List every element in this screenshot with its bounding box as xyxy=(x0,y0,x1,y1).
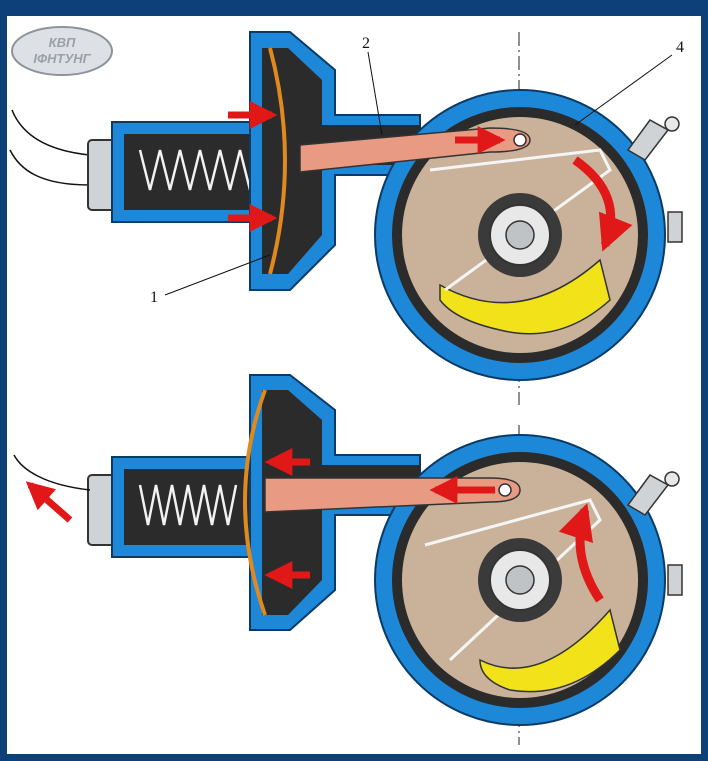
terminal-screw xyxy=(626,119,670,161)
rotation-arrow xyxy=(558,503,604,603)
logo-line2: ІФНТУНГ xyxy=(33,51,91,66)
logo-badge: КВП ІФНТУНГ xyxy=(11,26,113,76)
return-spring xyxy=(138,484,238,526)
wire xyxy=(9,149,91,186)
callout-2: 2 xyxy=(362,35,370,52)
top-assembly: 1 2 4 xyxy=(9,31,684,381)
wire xyxy=(11,109,91,156)
callout-4: 4 xyxy=(676,39,684,56)
rod-pin xyxy=(498,483,512,497)
contact-plate xyxy=(479,608,621,693)
diaphragm xyxy=(243,389,267,616)
callout-1: 1 xyxy=(150,289,158,306)
logo-line1: КВП xyxy=(49,35,76,50)
return-spring xyxy=(138,149,272,191)
wire xyxy=(13,454,91,491)
shaft xyxy=(505,220,535,250)
callout-line-1 xyxy=(164,254,271,296)
air-out-arrow xyxy=(25,481,73,523)
rod-pin xyxy=(513,133,527,147)
bottom-assembly xyxy=(13,374,683,726)
side-bolt xyxy=(667,564,683,596)
side-bolt xyxy=(667,211,683,243)
shaft xyxy=(505,565,535,595)
terminal-cap xyxy=(664,471,680,487)
callout-line-4 xyxy=(574,54,673,126)
rotation-arrow xyxy=(572,156,633,252)
diaphragm xyxy=(268,47,287,275)
callout-line-2 xyxy=(367,51,383,136)
contact-plate xyxy=(439,258,611,335)
terminal-cap xyxy=(664,116,680,132)
